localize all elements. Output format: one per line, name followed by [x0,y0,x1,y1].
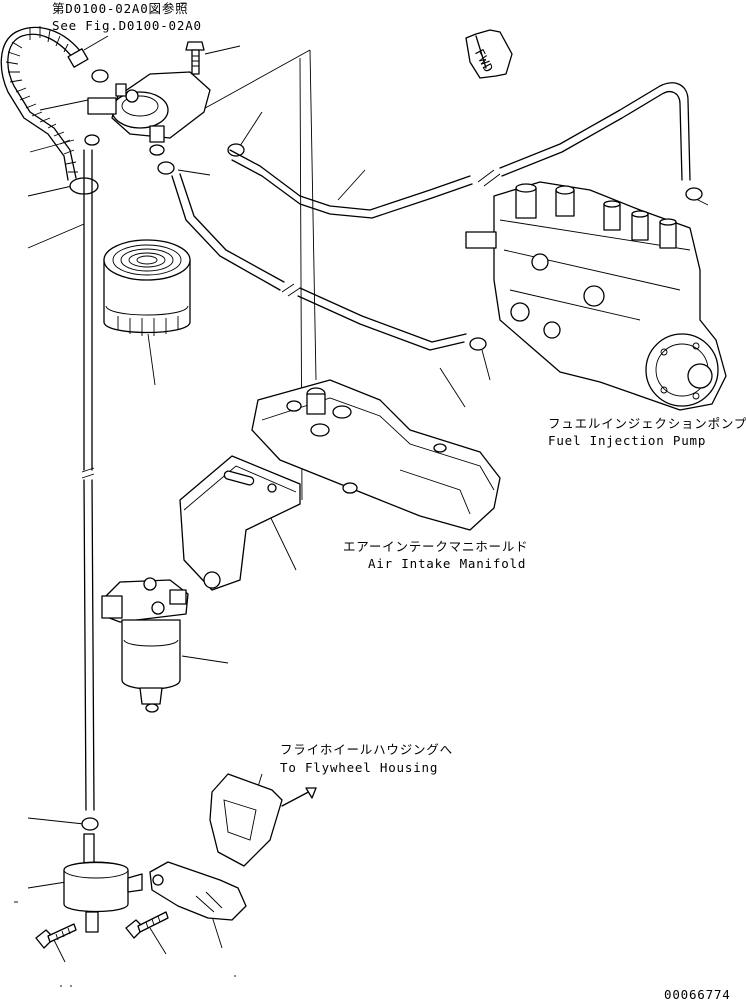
water-separator-filter [101,577,189,713]
forward-direction-arrow: FWD [465,29,513,79]
fuel-injection-pump-label-en: Fuel Injection Pump [548,433,706,448]
air-intake-manifold [251,379,501,531]
lower-bracket-upright [209,773,283,867]
electric-fuel-pump [63,833,143,933]
fuel-injection-pump [465,181,727,411]
flywheel-housing-label-en: To Flywheel Housing [280,760,438,775]
fuel-injection-pump-label-jp: フュエルインジェクションポンプ [548,416,746,431]
air-intake-manifold-label-jp: エアーインテークマニホールド [343,539,528,554]
drawing-number: 00066774 [664,987,731,1002]
vertical-fuel-tube [81,149,95,811]
corrugated-hose [0,26,89,181]
flywheel-housing-label-jp: フライホイールハウジングへ [280,742,453,757]
spin-on-fuel-filter [103,239,191,336]
bolt-bottom-center [125,911,169,939]
bolt-top [185,41,205,75]
lower-bracket-base [149,861,247,921]
fuel-pipes [171,82,691,351]
bolt-bottom-left [35,923,77,949]
filter-bracket [179,455,301,591]
leader-lines [27,35,709,963]
stray-marks [14,901,236,987]
reference-label-jp: 第D0100-02A0図参照 [52,1,188,16]
fuel-filter-head [87,71,211,156]
reference-label-en: See Fig.D0100-02A0 [52,18,202,33]
air-intake-manifold-label-en: Air Intake Manifold [368,556,526,571]
flywheel-direction-arrow [281,787,317,807]
